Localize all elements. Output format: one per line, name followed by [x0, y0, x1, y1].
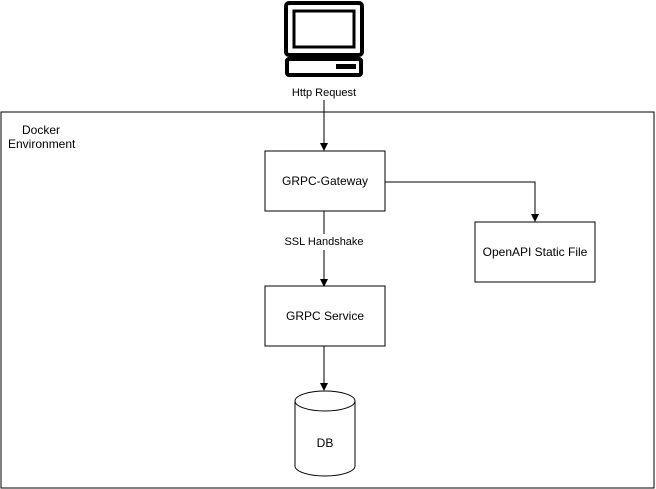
grpc-service-label: GRPC Service — [285, 309, 365, 323]
db-label: DB — [316, 436, 334, 450]
http-request-label: Http Request — [291, 87, 357, 99]
grpc-gateway-label: GRPC-Gateway — [281, 174, 369, 188]
grpc-gateway-node — [264, 150, 386, 212]
docker-label-line1: Docker — [22, 123, 61, 137]
openapi-static-file-label: OpenAPI Static File — [482, 245, 588, 259]
docker-label-line2: Environment — [8, 137, 76, 151]
docker-environment-container — [0, 111, 655, 489]
openapi-static-file-node — [474, 221, 596, 283]
edge-gateway-to-openapi — [384, 181, 539, 222]
database-cylinder-icon — [294, 390, 356, 477]
grpc-service-node — [264, 285, 386, 347]
computer-monitor-icon — [284, 1, 364, 77]
ssl-handshake-label: SSL Handshake — [284, 236, 364, 248]
